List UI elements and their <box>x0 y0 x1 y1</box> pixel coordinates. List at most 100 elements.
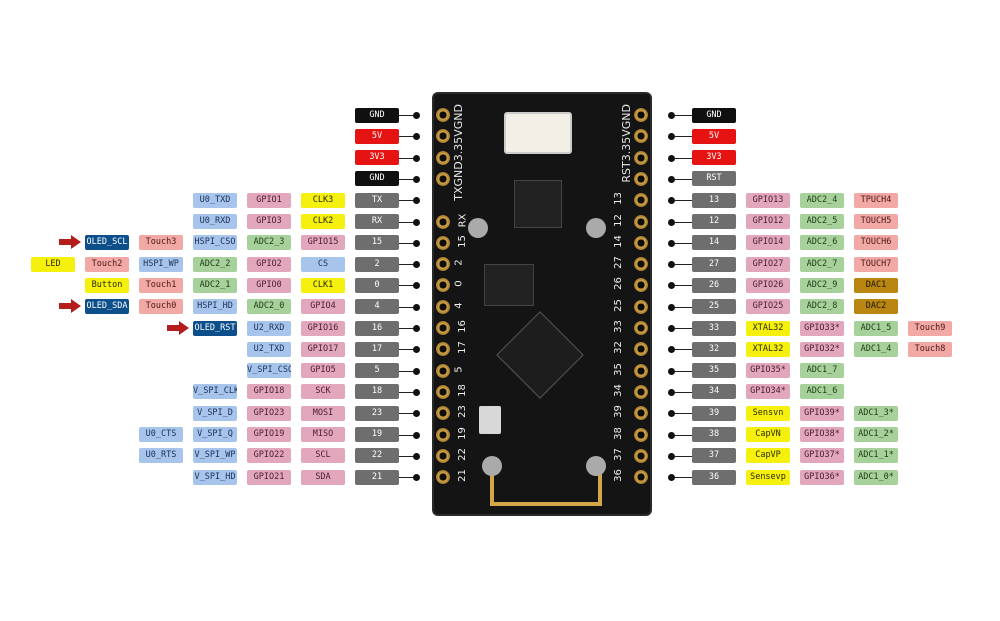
right-pin-label: 27 <box>692 256 736 272</box>
left-function-label: GPIO19 <box>247 427 291 442</box>
silk-pin-right: 25 <box>612 298 624 312</box>
right-pin-lead <box>675 306 692 308</box>
header-pin-left <box>436 342 450 357</box>
left-function-label: GPIO18 <box>247 384 291 400</box>
left-pin-dot <box>413 303 420 311</box>
right-pin-dot <box>668 133 675 141</box>
left-function-label: GPIO16 <box>301 320 345 336</box>
right-pin-label: GND <box>692 107 736 123</box>
left-pin-lead <box>399 477 415 479</box>
right-function-label: GPIO32* <box>800 341 844 357</box>
right-pin-lead <box>675 221 692 223</box>
left-pin-label: 22 <box>355 448 399 464</box>
right-pin-label: 14 <box>692 235 736 251</box>
left-pin-lead <box>399 434 415 436</box>
left-pin-lead <box>399 136 415 138</box>
silk-pin-left: 19 <box>456 426 468 440</box>
right-function-label: ADC2_7 <box>800 256 844 272</box>
left-function-label: U2_TXD <box>247 341 291 357</box>
right-pin-dot <box>668 431 675 439</box>
left-function-label: MOSI <box>301 405 345 421</box>
right-function-label: TOUCH7 <box>854 256 898 272</box>
header-pin-left <box>436 278 450 293</box>
silk-pin-left: 23 <box>456 405 468 419</box>
right-function-label: ADC2_5 <box>800 214 844 229</box>
left-function-label: V_SPI_CSO <box>247 363 291 379</box>
left-function-label: GPIO5 <box>301 363 345 379</box>
left-arrow-icon <box>59 299 81 314</box>
right-pin-dot <box>668 261 675 269</box>
left-function-label: V_SPI_Q <box>193 427 237 442</box>
left-pin-dot <box>413 346 420 354</box>
left-function-label: GPIO4 <box>301 299 345 315</box>
left-pin-label: 4 <box>355 299 399 315</box>
left-function-label: U0_TXD <box>193 192 237 208</box>
left-pin-dot <box>413 175 420 183</box>
right-function-label: ADC1_6 <box>800 384 844 400</box>
right-function-label: Touch8 <box>908 341 952 357</box>
silk-pin-right: 14 <box>612 234 624 248</box>
left-function-label: GPIO15 <box>301 235 345 251</box>
left-pin-dot <box>413 388 420 396</box>
mount-hole-bottom-left <box>482 456 502 476</box>
right-function-label: Sensevp <box>746 469 790 485</box>
silk-pin-right: 12 <box>612 213 624 227</box>
left-pin-dot <box>413 239 420 247</box>
right-pin-dot <box>668 474 675 482</box>
left-function-label: Touch3 <box>139 235 183 251</box>
left-pin-lead <box>399 306 415 308</box>
left-pin-label: 21 <box>355 469 399 485</box>
left-function-label: OLED_SDA <box>85 299 129 315</box>
right-function-label: TOUCH6 <box>854 235 898 251</box>
silk-pin-left: RX <box>457 213 469 227</box>
silk-pin-left: 0 <box>453 280 465 288</box>
left-pin-lead <box>399 349 415 351</box>
right-function-label: CapVP <box>746 448 790 464</box>
left-pin-lead <box>399 328 415 329</box>
left-function-label: GPIO1 <box>247 192 291 208</box>
flash-chip <box>484 264 534 306</box>
silk-pin-left: 16 <box>456 320 468 333</box>
left-arrow-icon <box>59 235 81 250</box>
right-pin-dot <box>668 154 675 162</box>
right-function-label: CapVN <box>746 427 790 442</box>
silk-pin-right: 26 <box>612 277 624 291</box>
header-pin-power <box>634 108 648 122</box>
left-pin-label: 17 <box>355 341 399 357</box>
silk-pin-left: 17 <box>456 341 468 355</box>
header-pin-right <box>634 193 648 208</box>
left-pin-label: RX <box>355 214 399 229</box>
left-pin-label: 0 <box>355 277 399 293</box>
header-pin-left <box>436 321 450 335</box>
silk-pin-right: 32 <box>612 341 624 355</box>
regulator-chip <box>514 180 562 228</box>
right-pin-dot <box>668 367 675 375</box>
right-pin-lead <box>675 242 692 244</box>
right-pin-label: 5V <box>692 128 736 144</box>
silk-pin-left: 22 <box>456 447 468 461</box>
left-pin-lead <box>399 455 415 457</box>
left-pin-lead <box>399 242 415 244</box>
right-pin-dot <box>668 282 675 290</box>
left-pin-dot <box>413 197 420 205</box>
right-pin-label: 39 <box>692 405 736 421</box>
crystal <box>479 406 501 434</box>
left-pin-dot <box>413 112 420 119</box>
header-pin-left <box>436 214 450 229</box>
right-pin-dot <box>668 239 675 247</box>
silk-pin-left: 5 <box>453 365 465 373</box>
right-pin-lead <box>675 349 692 351</box>
right-function-label: TOUCH5 <box>854 214 898 229</box>
right-pin-lead <box>675 434 692 436</box>
left-pin-lead <box>399 391 415 393</box>
right-pin-lead <box>675 264 692 266</box>
header-pin-left <box>436 257 450 272</box>
left-pin-dot <box>413 325 420 332</box>
header-pin-right <box>634 427 648 442</box>
header-pin-left <box>436 470 450 485</box>
right-function-label: GPIO36* <box>800 469 844 485</box>
right-pin-dot <box>668 197 675 205</box>
left-pin-label: GND <box>355 171 399 187</box>
right-function-label: GPIO38* <box>800 427 844 442</box>
